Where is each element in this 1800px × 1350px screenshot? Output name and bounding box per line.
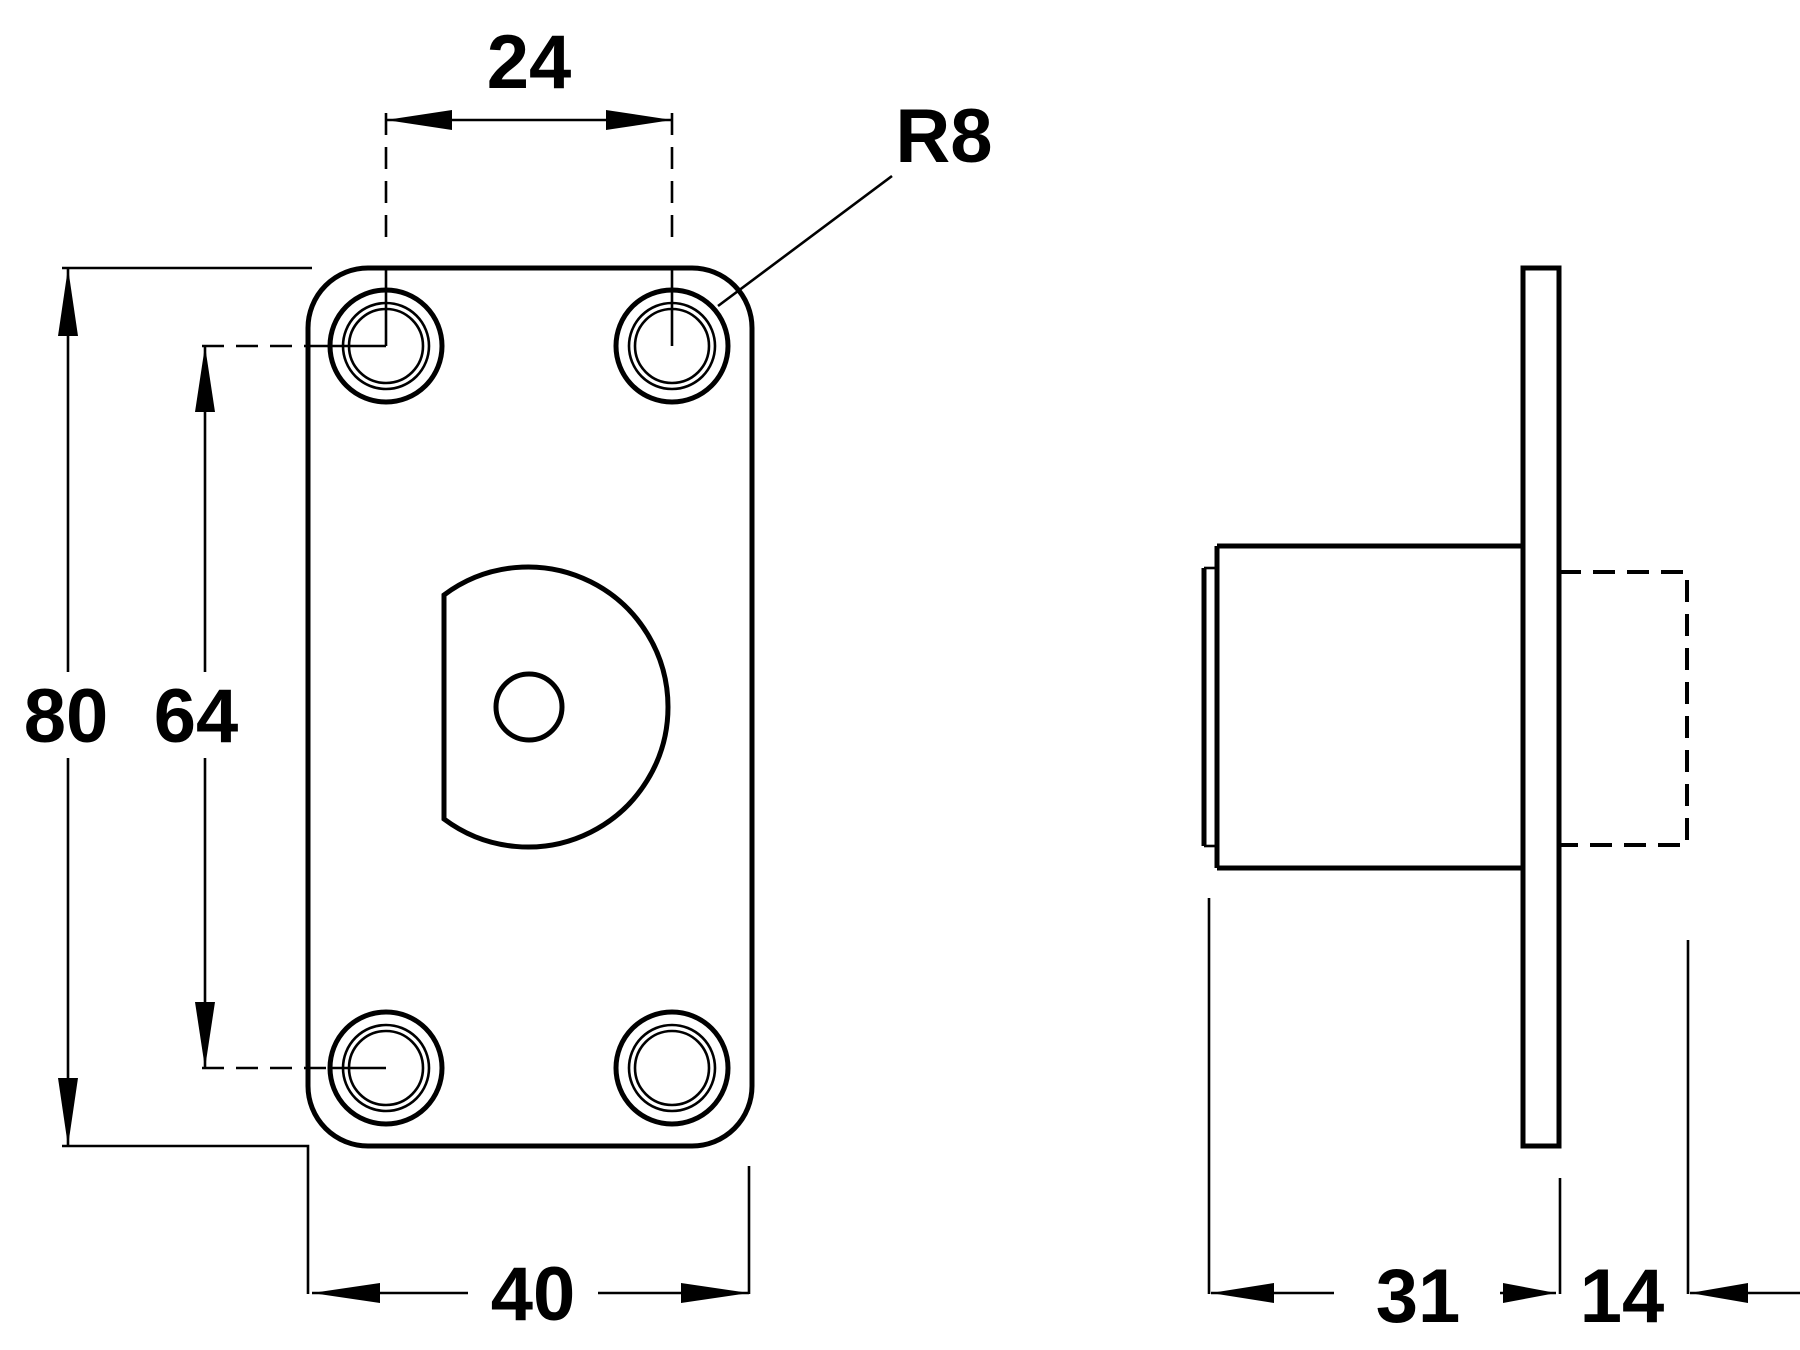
- dimension-hole-spacing-24: 24: [384, 20, 674, 242]
- dimension-hole-spacing-64: 64: [154, 344, 330, 1070]
- mounting-plate: [305, 265, 755, 1149]
- keyhole: [493, 671, 565, 743]
- dimension-label-80: 80: [24, 674, 109, 759]
- dimension-label-64: 64: [154, 674, 239, 759]
- dimension-label-24: 24: [487, 20, 572, 105]
- dimension-projection-14: 14: [1580, 940, 1800, 1339]
- front-view: [305, 265, 755, 1149]
- lock-cylinder-face: [441, 564, 671, 850]
- dimension-label-r8: R8: [895, 94, 992, 179]
- dimension-label-14: 14: [1580, 1254, 1665, 1339]
- dimension-overall-height-80: 80: [24, 266, 312, 1294]
- bolt-hidden-outline: [1559, 570, 1689, 847]
- dimension-label-31: 31: [1376, 1254, 1461, 1339]
- side-view: [1201, 265, 1689, 1149]
- dimension-corner-radius: R8: [717, 94, 993, 308]
- dimension-plate-width-40: 40: [312, 1166, 751, 1337]
- flange: [1520, 265, 1562, 1149]
- dimension-label-40: 40: [491, 1252, 576, 1337]
- screw-hole-bottom-right: [613, 1009, 731, 1127]
- dimension-body-depth-31: 31: [1207, 898, 1562, 1339]
